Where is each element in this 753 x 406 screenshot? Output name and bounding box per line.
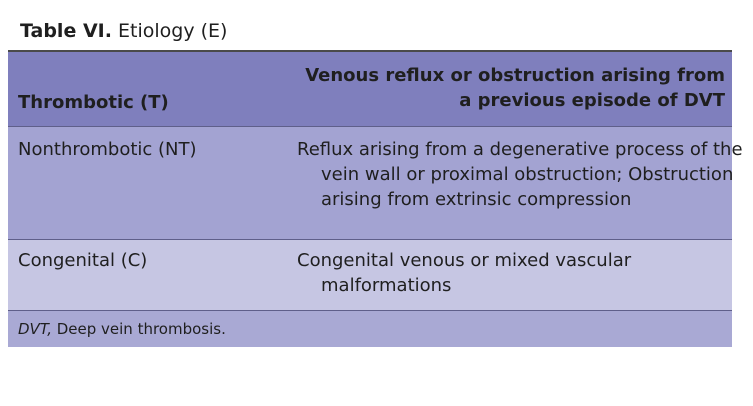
term-cell: Thrombotic (T) <box>18 92 169 113</box>
table-row-nonthrombotic: Nonthrombotic (NT) Reflux arising from a… <box>8 127 743 240</box>
term-cell: Congenital (C) <box>18 250 148 271</box>
table-row-congenital: Congenital (C) Congenital venous or mixe… <box>8 240 732 311</box>
table-row-thrombotic: Thrombotic (T) Venous reflux or obstruct… <box>8 52 732 127</box>
footnote-text: Deep vein thrombosis. <box>51 320 226 338</box>
table-footnote-row: DVT, Deep vein thrombosis. <box>8 311 732 347</box>
term-cell: Nonthrombotic (NT) <box>18 139 197 160</box>
footnote-abbreviation: DVT, <box>18 320 52 338</box>
description-cell: Reflux arising from a degenerative proce… <box>297 139 743 210</box>
footnote: DVT, Deep vein thrombosis. <box>18 319 226 339</box>
table-caption: Table VI. Etiology (E) <box>20 18 227 44</box>
table-number: Table VI. <box>20 20 112 42</box>
etiology-table: Thrombotic (T) Venous reflux or obstruct… <box>8 50 743 347</box>
table-title: Etiology (E) <box>118 20 228 42</box>
description-cell: Venous reflux or obstruction arising fro… <box>305 65 725 111</box>
description-cell: Congenital venous or mixed vascular malf… <box>297 250 632 296</box>
